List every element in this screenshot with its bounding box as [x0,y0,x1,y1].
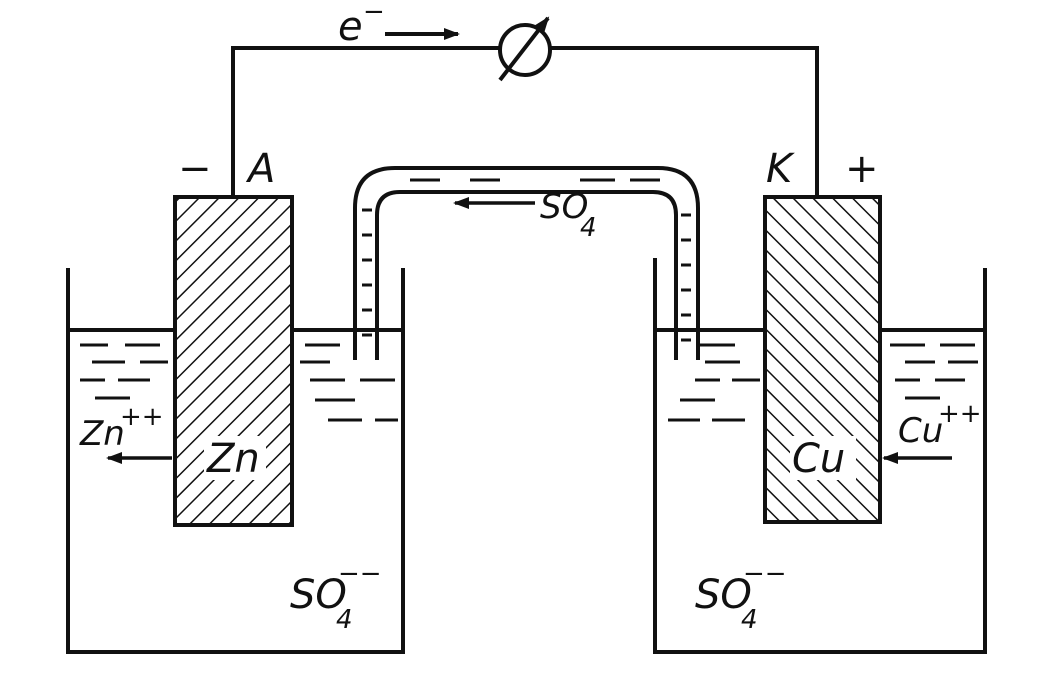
zinc-ion-label: Zn [79,414,125,454]
bridge-so4-subscript: 4 [580,213,597,243]
zinc-ion-charge: ++ [120,402,164,432]
salt-bridge: SO 4 −− [353,166,700,360]
copper-ion-label: Cu [898,411,943,451]
galvanometer-icon [498,16,552,82]
zinc-electrode-label: Zn [206,436,260,482]
bridge-so4-label: SO [540,187,588,227]
bridge-so4-charge: −− [583,177,627,207]
copper-ion-annotation: Cu ++ [882,399,982,464]
electron-charge: − [363,0,385,27]
copper-electrode-label: Cu [792,436,845,482]
right-electrolyte-dashes [668,343,978,422]
left-beaker [66,268,405,654]
cathode-label: K [766,146,795,192]
right-so4-subscript: 4 [741,605,758,635]
electron-label: e [338,4,363,50]
left-so4-label: SO [290,572,347,618]
zinc-electrode: Zn [173,195,294,527]
left-so4-annotation: SO 4 −− [290,559,382,635]
right-so4-charge: −− [743,559,787,589]
left-so4-subscript: 4 [336,605,353,635]
electron-flow: e − [338,0,460,50]
copper-electrode: Cu [763,195,882,524]
right-beaker [653,258,987,654]
left-electrolyte-dashes [80,343,398,422]
copper-ion-charge: ++ [938,399,982,429]
anode-polarity: − [178,146,212,192]
cathode-polarity: + [845,146,879,192]
anode-label: A [245,146,275,192]
salt-bridge-dashes [362,178,691,342]
left-so4-charge: −− [338,559,382,589]
zinc-ion-annotation: Zn ++ [79,402,172,464]
right-so4-annotation: SO 4 −− [695,559,787,635]
external-circuit-wire [231,46,819,197]
right-so4-label: SO [695,572,752,618]
